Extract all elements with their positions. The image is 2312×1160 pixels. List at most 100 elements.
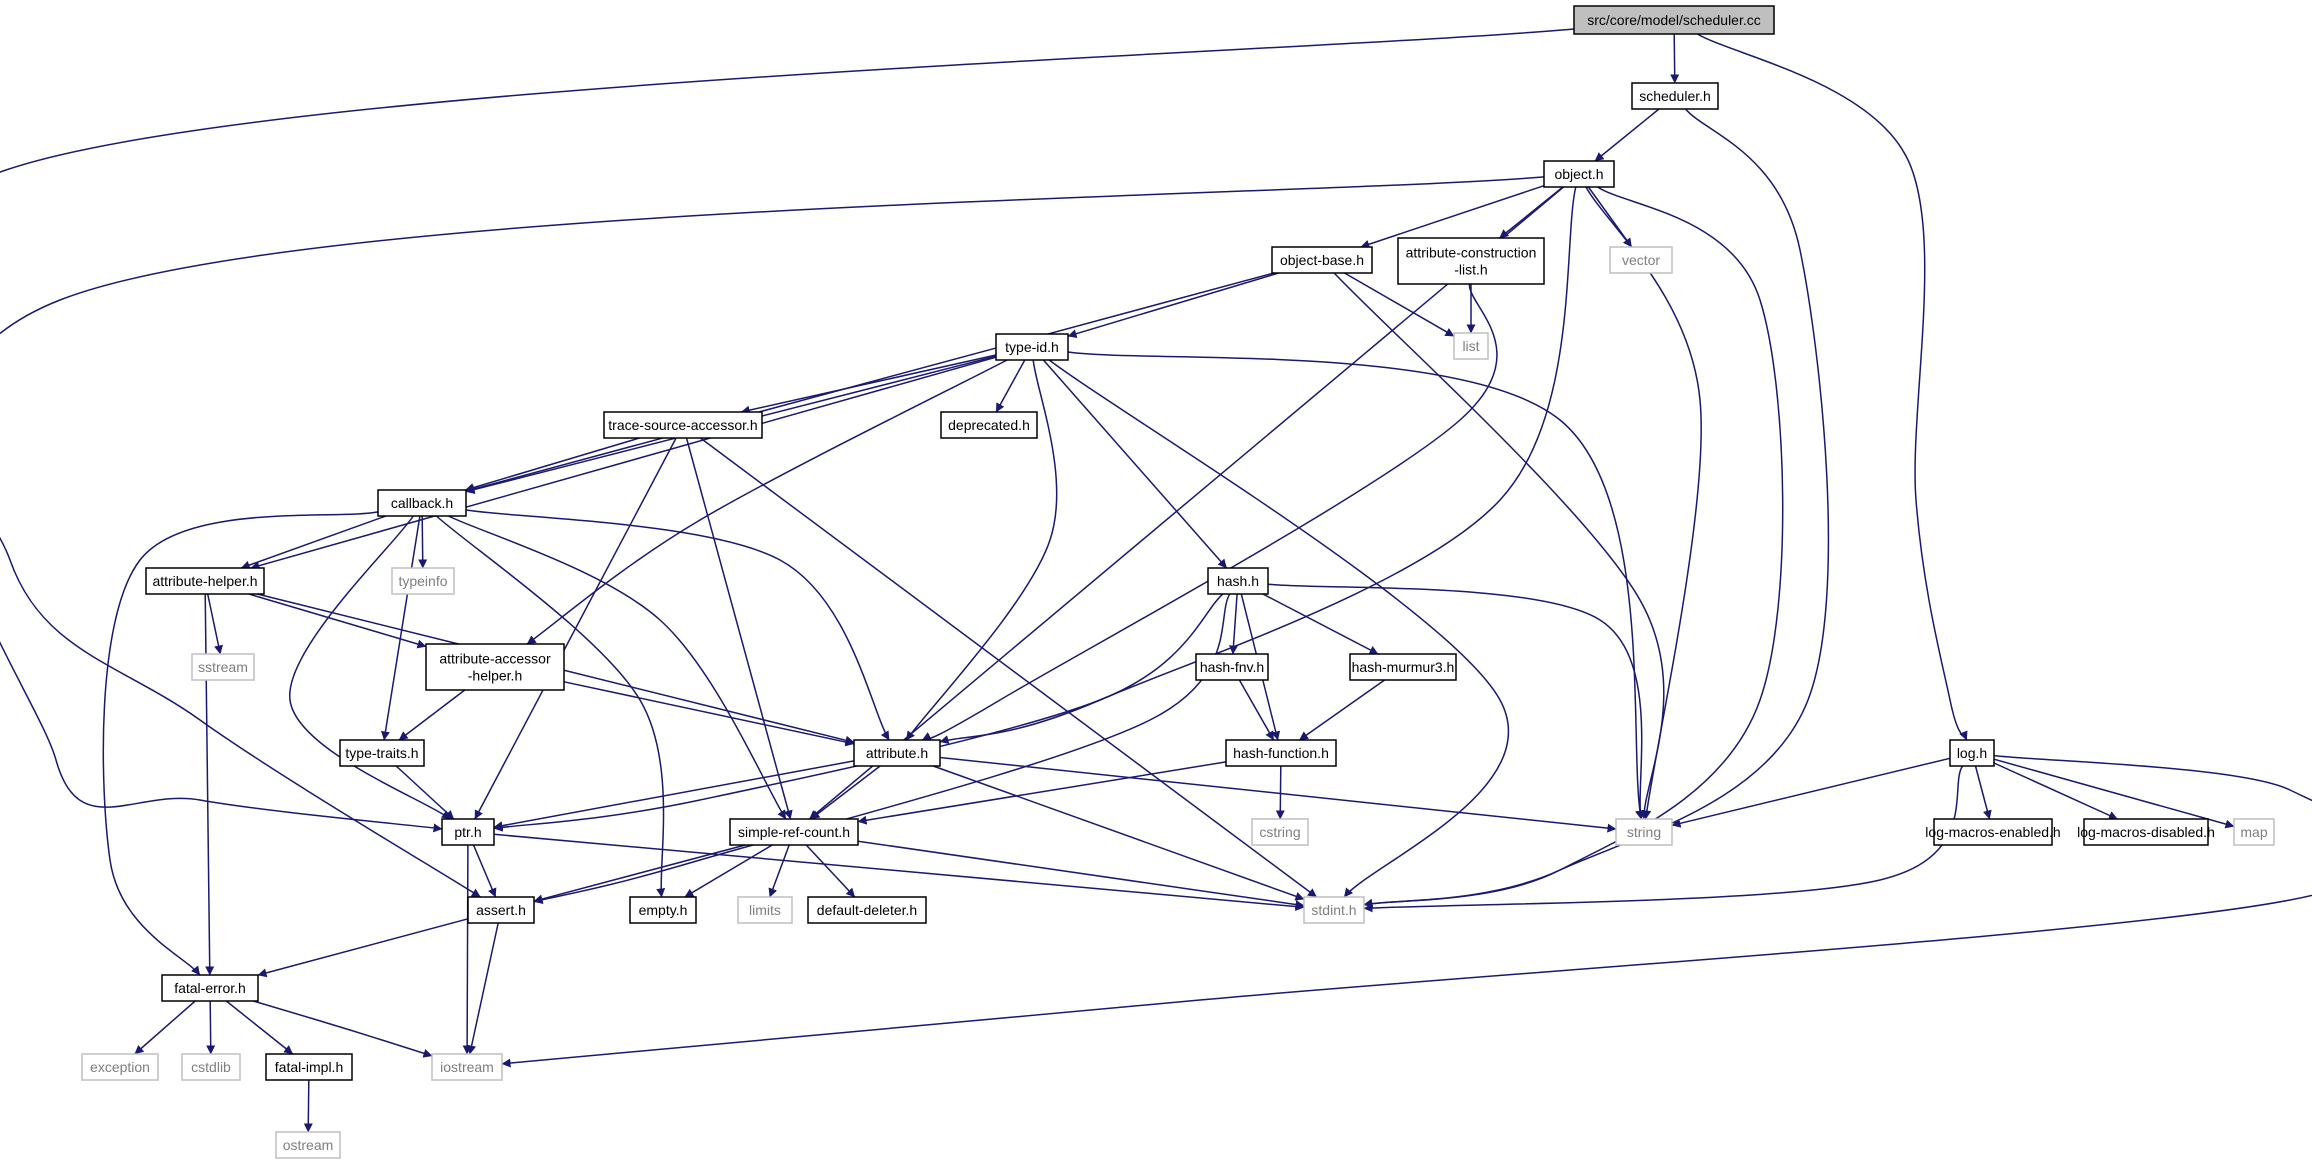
node-callback-h[interactable]: callback.h <box>377 489 467 517</box>
node-box <box>431 1053 503 1081</box>
edge-line <box>1344 272 1455 337</box>
node-attribute-construction-list-h[interactable]: attribute-construction-list.h <box>1397 237 1545 285</box>
edge-line <box>526 359 1008 645</box>
node-label: sstream <box>198 659 248 675</box>
edge-attribute-h-to-string <box>939 756 1617 833</box>
node-box <box>737 896 793 924</box>
edge-log-h-to-iostream <box>501 754 2312 1068</box>
edge-line <box>768 844 790 898</box>
node-label: object.h <box>1554 166 1603 182</box>
edge-line <box>1048 359 1510 898</box>
node-box <box>1195 653 1269 681</box>
node-box <box>339 739 425 767</box>
node-attribute-accessor-helper-h[interactable]: attribute-accessor-helper.h <box>425 643 565 691</box>
node-label: scheduler.h <box>1639 88 1711 104</box>
node-type-id-h[interactable]: type-id.h <box>995 333 1069 361</box>
edge-line <box>1360 184 1545 249</box>
edge-attr-acc-h-to-attribute-h <box>563 681 855 747</box>
edge-line <box>1363 765 1964 913</box>
node-hash-murmur3-h[interactable]: hash-murmur3.h <box>1349 653 1457 681</box>
edge-line <box>699 437 1318 898</box>
edge-attr-helper-h-to-fatal-error-h <box>204 593 215 976</box>
edge-line <box>257 918 469 978</box>
node-label: -list.h <box>1454 262 1487 278</box>
edge-line <box>0 28 1575 898</box>
edge-line <box>1238 679 1275 741</box>
node-empty-h[interactable]: empty.h <box>629 896 697 924</box>
node-iostream: iostream <box>431 1053 503 1081</box>
node-label: fatal-impl.h <box>275 1059 343 1075</box>
edge-line <box>0 176 1545 833</box>
node-box <box>1453 332 1489 360</box>
node-string: string <box>1615 818 1673 846</box>
node-label: log-macros-enabled.h <box>1925 824 2060 840</box>
edge-line <box>1585 186 1702 820</box>
node-src-core-model-scheduler-cc[interactable]: src/core/model/scheduler.cc <box>1573 5 1775 35</box>
node-scheduler-h[interactable]: scheduler.h <box>1631 82 1719 110</box>
edge-fatal-impl-h-to-ostream <box>303 1079 313 1133</box>
node-box <box>1543 160 1615 188</box>
node-label: hash-function.h <box>1233 745 1329 761</box>
edge-object-h-to-ptr-h <box>0 176 1545 833</box>
node-box <box>1609 246 1673 274</box>
edge-line <box>921 283 1498 741</box>
edge-hash-fnv-h-to-hash-function-h <box>1238 679 1275 741</box>
node-label: ptr.h <box>454 824 481 840</box>
edge-ptr-h-to-stdint-h <box>493 833 1305 912</box>
node-box <box>1949 739 1995 767</box>
node-limits: limits <box>737 896 793 924</box>
node-simple-ref-count-h[interactable]: simple-ref-count.h <box>729 818 859 846</box>
node-trace-source-accessor-h[interactable]: trace-source-accessor.h <box>603 411 763 439</box>
node-label: empty.h <box>639 902 688 918</box>
node-label: cstdlib <box>191 1059 231 1075</box>
node-attribute-helper-h[interactable]: attribute-helper.h <box>145 567 265 595</box>
node-box <box>629 896 697 924</box>
edge-scheduler-h-to-stdint-h <box>1363 108 1830 908</box>
node-type-traits-h[interactable]: type-traits.h <box>339 739 425 767</box>
node-label: attribute-helper.h <box>152 573 257 589</box>
node-box <box>191 653 255 681</box>
node-ptr-h[interactable]: ptr.h <box>441 818 495 846</box>
edge-ptr-h-to-iostream <box>462 844 472 1055</box>
node-label: default-deleter.h <box>817 902 917 918</box>
node-box <box>145 567 265 595</box>
edge-line <box>289 515 451 820</box>
edge-log-h-to-log-enabled-h <box>1974 765 1992 820</box>
node-object-base-h[interactable]: object-base.h <box>1271 246 1373 274</box>
node-log-macros-disabled-h[interactable]: log-macros-disabled.h <box>2077 818 2215 846</box>
edge-line <box>204 593 215 976</box>
edge-line <box>206 593 223 655</box>
node-object-h[interactable]: object.h <box>1543 160 1615 188</box>
node-hash-function-h[interactable]: hash-function.h <box>1225 739 1337 767</box>
node-assert-h[interactable]: assert.h <box>467 896 535 924</box>
edge-simple-ref-h-to-default-del-h <box>805 844 856 898</box>
edge-simple-ref-h-to-empty-h <box>684 844 773 898</box>
node-attribute-h[interactable]: attribute.h <box>853 739 941 767</box>
node-label: hash.h <box>1217 573 1259 589</box>
edge-attribute-h-to-simple-ref-h <box>810 765 881 820</box>
node-log-h[interactable]: log.h <box>1949 739 1995 767</box>
edge-object-base-h-to-callback-h <box>465 272 1275 494</box>
edge-line <box>225 1000 294 1055</box>
node-log-macros-enabled-h[interactable]: log-macros-enabled.h <box>1925 818 2061 846</box>
node-fatal-error-h[interactable]: fatal-error.h <box>161 974 259 1002</box>
node-box <box>441 818 495 846</box>
node-label: iostream <box>440 1059 494 1075</box>
edge-line <box>448 515 787 820</box>
edge-fatal-error-h-to-iostream <box>253 1000 433 1058</box>
edge-type-id-h-to-string <box>1067 351 1645 820</box>
edge-callback-h-to-fatal-error-h <box>102 511 379 976</box>
node-fatal-impl-h[interactable]: fatal-impl.h <box>265 1053 353 1081</box>
edge-type-id-h-to-stdint-h <box>1048 359 1510 898</box>
edge-line <box>462 844 472 1055</box>
node-hash-fnv-h[interactable]: hash-fnv.h <box>1195 653 1269 681</box>
edge-line <box>1974 765 1992 820</box>
node-label: attribute-construction <box>1406 245 1537 261</box>
edge-type-id-h-to-deprecated-h <box>995 359 1026 413</box>
edge-fatal-error-h-to-cstdlib <box>206 1000 216 1055</box>
node-hash-h[interactable]: hash.h <box>1207 567 1269 595</box>
node-label: cstring <box>1259 824 1300 840</box>
edge-line <box>465 509 890 741</box>
node-default-deleter-h[interactable]: default-deleter.h <box>807 896 927 924</box>
node-deprecated-h[interactable]: deprecated.h <box>940 411 1038 439</box>
